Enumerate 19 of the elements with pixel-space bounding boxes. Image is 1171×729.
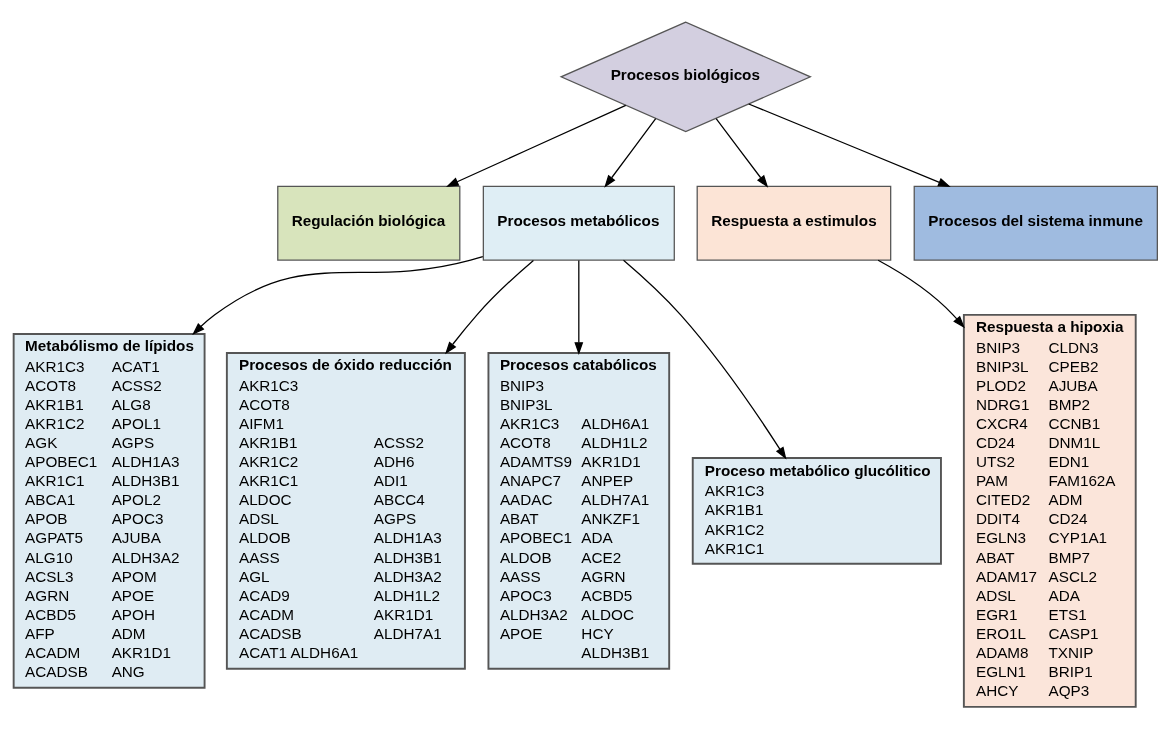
node-box: Procesos de óxido reducción AKR1C3 ACOT8 AIFM1 AKR1B1 ACSS2 AKR1C2 ADH6 AKR1C1 ADI1 ALDOC ABCC4 ADSL AGPS ALDOB ALDH1A3 AASS ALDH3B1 AGL ALDH3A2 ACAD9 ALDH1L2 ACADM AKR1D1 ACADSB ALDH7A1 ACAT1 ALDH6A1 <box>225 352 466 670</box>
arrow <box>877 259 965 329</box>
arrow <box>445 104 627 187</box>
node-diamond: Procesos biológicos <box>559 21 812 133</box>
node-box: Proceso metabólico glucólitico AKR1C3 AKR1B1 AKR1C2 AKR1C1 <box>691 457 942 565</box>
node-box: Regulación biológica <box>277 185 461 261</box>
node-box: Respuesta a hipoxia BNIP3 CLDN3 BNIP3L CPEB2 PLOD2 AJUBA NDRG1 BMP2 CXCR4 CCNB1 CD24 DNM1L UTS2 EDN1 PAM FAM162A CITED2 ADM DDIT4 CD24 EGLN3 CYP1A1 ABAT BMP7 ADAM17 ASCL2 ADSL ADA EGR1 ETS1 ERO1L CASP1 ADAM8 TXNIP EGLN1 BRIP1 AHCY AQP3 <box>962 313 1137 708</box>
node-box: Respuesta a estimulos <box>696 185 892 261</box>
arrow <box>574 259 584 355</box>
arrow <box>748 103 951 187</box>
node-box: Procesos metabólicos <box>482 185 675 261</box>
node-box: Procesos catabólicos BNIP3 BNIP3L AKR1C3 ALDH6A1 ACOT8 ALDH1L2 ADAMTS9 AKR1D1 ANAPC7 ANPEP AADAC ALDH7A1 ABAT ANKZF1 APOBEC1 ADA ALDOB ACE2 AASS AGRN APOC3 ACBD5 ALDH3A2 ALDOC APOE HCY ALDH3B1 <box>487 352 671 670</box>
arrow <box>622 259 787 460</box>
node-box: Metabólismo de lípidos AKR1C3 ACAT1 ACOT8 ACSS2 AKR1B1 ALG8 AKR1C2 APOL1 AGK AGPS APOBEC1 ALDH1A3 AKR1C1 ALDH3B1 ABCA1 APOL2 APOB APOC3 AGPAT5 AJUBA ALG10 ALDH3A2 ACSL3 APOM AGRN APOE ACBD5 APOH AFP ADM ACADM AKR1D1 ACADSB ANG <box>12 333 206 689</box>
arrow <box>604 117 657 188</box>
arrow <box>445 259 535 355</box>
arrow <box>715 117 769 188</box>
node-box: Procesos del sistema inmune <box>913 185 1158 261</box>
arrow <box>192 256 484 336</box>
